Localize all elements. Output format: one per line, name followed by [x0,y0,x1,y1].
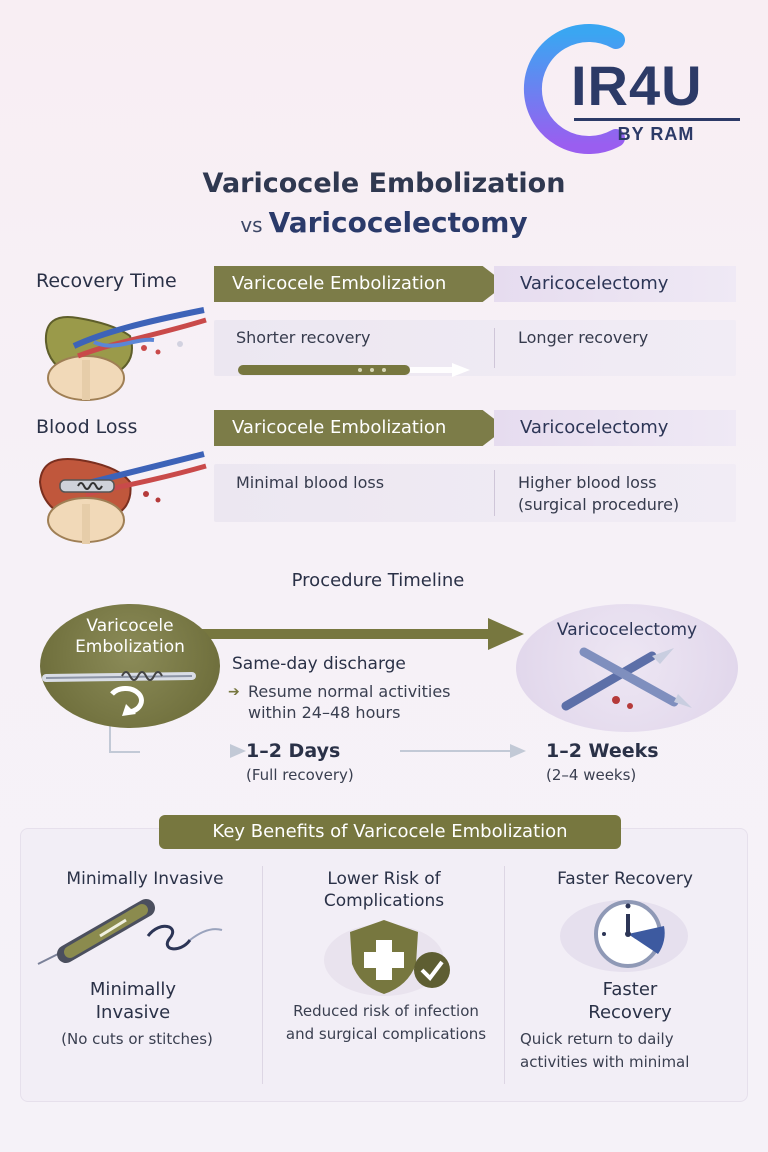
arrow-right-icon: ➔ [228,684,240,700]
catheter-icon [42,664,218,724]
kidney-coil-illustration [34,446,210,546]
recovery-embolization-value: Shorter recovery [236,328,371,347]
benefits-divider-1 [262,866,263,1084]
benefit-1-big-2: Invasive [95,1002,171,1023]
benefit-minimally-invasive-desc: (No cuts or stitches) [61,1030,213,1048]
timeline-embolization-badge [40,604,220,728]
benefit-3-big-2: Recovery [588,1002,672,1023]
stopwatch-icon [556,896,690,974]
benefit-lower-risk-desc: Reduced risk of infection and surgical c… [266,1000,506,1046]
recovery-embolization-header: Varicocele Embolization [214,266,506,302]
benefit-2-head-2: Complications [323,891,445,911]
timeline-left-duration-note: (Full recovery) [246,766,354,784]
timeline-right-duration: 1–2 Weeks [546,740,659,762]
timeline-resume-2: within 24–48 hours [248,703,401,722]
recovery-varicocelectomy-value: Longer recovery [518,328,649,347]
row-label-blood-loss: Blood Loss [36,416,138,438]
benefit-lower-risk-head: Lower Risk of Complications [268,868,500,912]
blood-embolization-value: Minimal blood loss [236,473,385,492]
kidney-vein-illustration [34,302,210,402]
benefit-3-desc-1: Quick return to daily [520,1030,674,1048]
timeline-embolization-label-2: Embolization [75,637,185,657]
benefit-2-desc-2: and surgical complications [285,1025,487,1043]
benefit-faster-recovery-title: Faster Recovery [508,978,752,1024]
title-vs: vs [240,213,263,237]
blood-varicocelectomy-header: Varicocelectomy [494,410,736,446]
timeline-arrows [100,616,530,776]
ir4u-logo: IR4U BY RAM [518,20,740,154]
benefit-2-desc-1: Reduced risk of infection [293,1002,479,1020]
benefits-divider-2 [504,866,505,1084]
check-badge-icon [414,952,450,988]
blood-varicocelectomy-value-1: Higher blood loss [518,473,657,492]
recovery-progress-arrow [238,362,470,377]
timeline-varicocelectomy-label: Varicocelectomy [556,620,698,640]
benefit-3-desc-2: activities with minimal [520,1053,690,1071]
benefit-1-big-1: Minimally [89,979,177,1000]
timeline-resume-1: Resume normal activities [248,682,451,701]
page-title-line1: Varicocele Embolization [202,168,566,199]
benefits-banner: Key Benefits of Varicocele Embolization [159,815,621,849]
recovery-divider [494,328,495,368]
logo-subtitle: BY RAM [617,124,695,144]
logo-ring-icon [523,24,625,154]
benefit-3-big-1: Faster [602,979,658,1000]
blood-values-box [214,464,736,522]
timeline-left-duration: 1–2 Days [246,740,341,762]
catheter-coil-illustration [30,896,230,972]
scalpel-icon [556,644,698,714]
benefit-faster-recovery-desc: Quick return to daily activities with mi… [520,1028,724,1074]
benefit-minimally-invasive-title: Minimally Invasive [30,978,236,1024]
timeline-embolization-label-1: Varicocele [86,616,174,636]
title-main: Varicocelectomy [268,206,528,239]
benefit-minimally-invasive-head: Minimally Invasive [66,869,224,889]
timeline-right-duration-note: (2–4 weeks) [546,766,637,784]
blood-divider [494,470,495,516]
logo-divider [574,118,740,121]
recovery-varicocelectomy-header: Varicocelectomy [494,266,736,302]
timeline-discharge: Same-day discharge [232,654,406,674]
benefit-faster-recovery-head: Faster Recovery [557,869,693,889]
blood-embolization-header: Varicocele Embolization [214,410,506,446]
logo-mark: IR4U [571,54,703,117]
timeline-title: Procedure Timeline [291,570,465,591]
row-label-recovery-time: Recovery Time [36,270,177,292]
shield-plus-icon [318,914,464,998]
benefit-2-head-1: Lower Risk of [327,869,441,889]
blood-varicocelectomy-value-2: (surgical procedure) [518,495,680,514]
timeline-embolization-label: Varicocele Embolization [40,616,220,658]
